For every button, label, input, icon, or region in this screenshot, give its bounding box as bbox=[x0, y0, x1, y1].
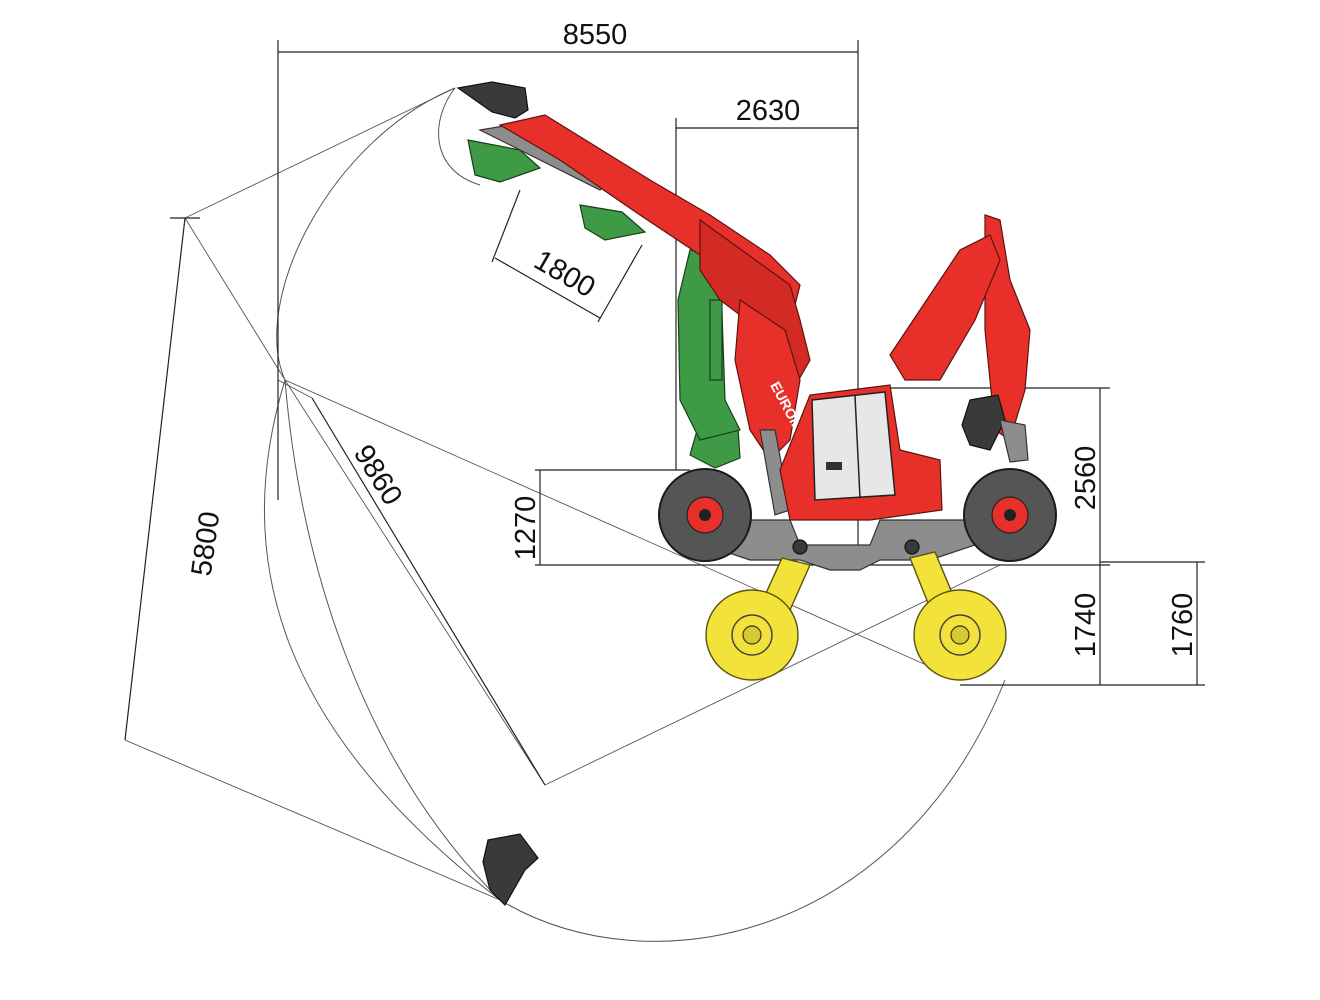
boom-base bbox=[734, 298, 801, 461]
rear-arm-boom bbox=[889, 234, 1001, 381]
bucket-top bbox=[456, 81, 529, 119]
bucket-green-upper bbox=[467, 139, 542, 183]
bucket-positions bbox=[456, 81, 741, 906]
dimension-lines bbox=[124, 40, 1205, 786]
dim-label-1270: 1270 bbox=[510, 496, 542, 561]
construction-line bbox=[184, 217, 286, 381]
inner-reach-arc bbox=[263, 379, 501, 901]
rear-bucket bbox=[961, 394, 1006, 451]
dim-label-9860: 9860 bbox=[347, 439, 408, 511]
machine-body bbox=[779, 384, 943, 521]
construction-line bbox=[184, 87, 456, 219]
dimension-labels: 8550 2630 1800 9860 5800 1270 2560 1740 … bbox=[186, 19, 1199, 657]
rear-bucket-link bbox=[999, 419, 1029, 463]
main-boom: EUROMACH bbox=[478, 114, 820, 516]
dim-label-2560: 2560 bbox=[1070, 446, 1102, 511]
construction-line bbox=[124, 739, 501, 901]
bucket-curl-arc bbox=[438, 87, 481, 186]
construction-line bbox=[277, 379, 313, 399]
construction-line bbox=[284, 379, 546, 786]
green-cylinder bbox=[709, 299, 723, 381]
dim-label-5800: 5800 bbox=[186, 510, 227, 578]
outer-reach-arc bbox=[276, 87, 1006, 942]
lowered-legs bbox=[705, 551, 1007, 681]
rear-arm bbox=[889, 214, 1031, 463]
dim-label-8550: 8550 bbox=[563, 19, 628, 51]
dim-label-1800: 1800 bbox=[529, 244, 601, 304]
reach-envelope bbox=[124, 87, 1006, 942]
rear-arm-main bbox=[984, 214, 1031, 441]
cabin-window bbox=[811, 391, 896, 501]
construction-line bbox=[284, 379, 961, 681]
dim-label-2630: 2630 bbox=[736, 95, 801, 127]
undercarriage bbox=[704, 519, 976, 571]
folded-arm-green bbox=[677, 249, 741, 441]
bucket-green-middle bbox=[579, 204, 647, 241]
dim-label-1740: 1740 bbox=[1070, 593, 1102, 658]
upper-wheels bbox=[658, 468, 1057, 562]
pivot bbox=[792, 539, 808, 555]
dim-label-1760: 1760 bbox=[1167, 593, 1199, 658]
cabin-seat bbox=[826, 462, 842, 470]
pivot bbox=[904, 539, 920, 555]
bucket-bottom bbox=[482, 833, 539, 906]
